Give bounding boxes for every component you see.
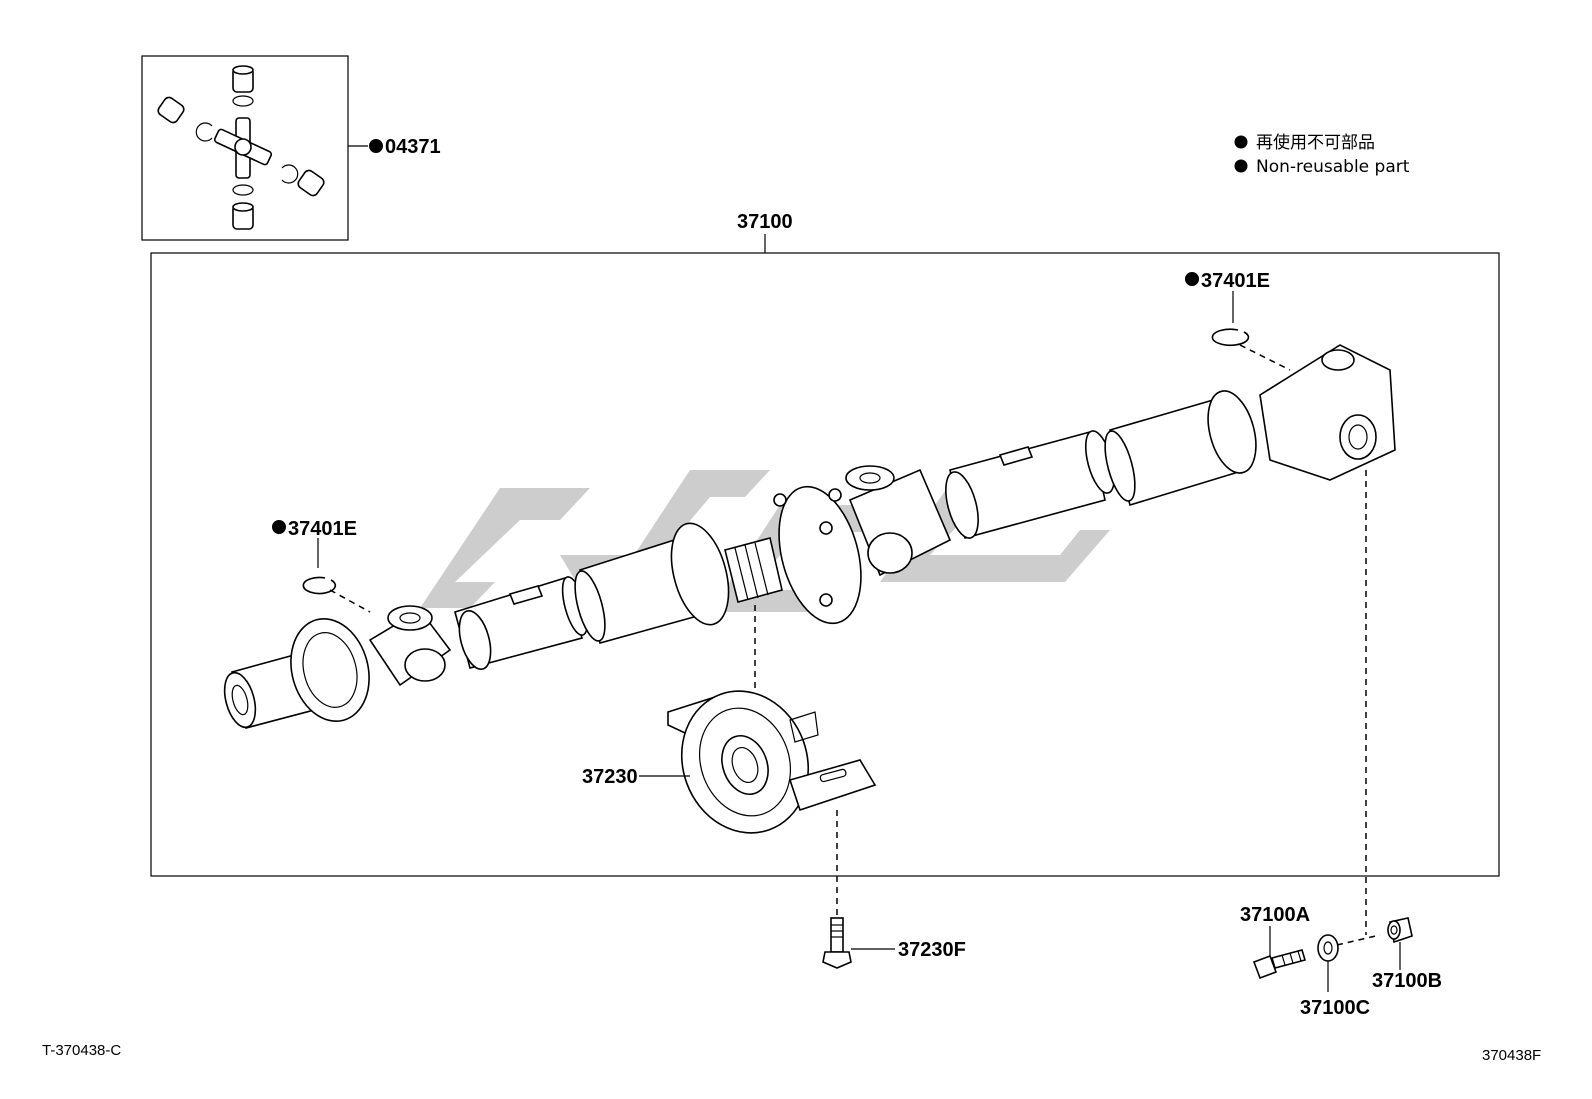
- callout-04371: 04371: [385, 136, 441, 158]
- callout-37230: 37230: [582, 766, 638, 788]
- callout-37230F: 37230F: [898, 939, 966, 961]
- callout-37401E-right: 37401E: [1201, 270, 1270, 292]
- figure-code-left: T-370438-C: [42, 1042, 121, 1059]
- propeller-shaft-illustration: [223, 344, 1396, 729]
- callout-37100B: 37100B: [1372, 970, 1442, 992]
- flange-washer-illustration: [1317, 934, 1339, 962]
- legend-dot-jp: [1234, 135, 1248, 149]
- legend-text-jp: 再使用不可部品: [1256, 132, 1375, 153]
- legend-dot-en: [1234, 159, 1248, 173]
- non-reusable-dot-37401E-right: [1185, 272, 1199, 286]
- flange-nut-illustration: [1387, 917, 1413, 944]
- callout-37100C: 37100C: [1300, 997, 1370, 1019]
- callout-37100A: 37100A: [1240, 904, 1310, 926]
- legend-text-en: Non-reusable part: [1256, 157, 1410, 177]
- spider-kit-inset-box: [141, 55, 349, 241]
- assembly-box: [150, 252, 1500, 877]
- center-bearing-illustration: [667, 690, 877, 834]
- non-reusable-dot-04371: [369, 139, 383, 153]
- non-reusable-dot-37401E-left: [272, 520, 286, 534]
- figure-code-right: 370438F: [1482, 1047, 1541, 1064]
- callout-37100: 37100: [737, 211, 793, 233]
- center-bearing-bolt-illustration: [822, 917, 852, 969]
- spider-kit-illustration: [157, 65, 325, 230]
- flange-bolt-illustration: [1252, 949, 1307, 980]
- callout-37401E-left: 37401E: [288, 518, 357, 540]
- snap-ring-right: [1211, 328, 1250, 347]
- snap-ring-left: [302, 576, 337, 595]
